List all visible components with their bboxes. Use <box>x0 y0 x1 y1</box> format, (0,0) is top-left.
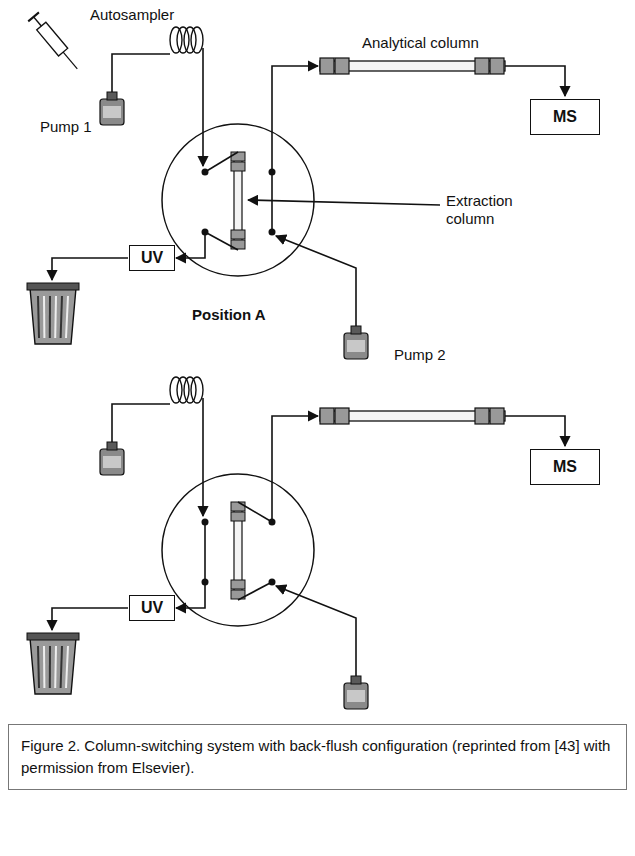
part-label: Analytical column <box>362 34 479 52</box>
box-label: MS <box>553 108 577 126</box>
box-label: UV <box>141 599 163 617</box>
instrument-box: MS <box>530 99 600 135</box>
leader-line <box>248 200 440 205</box>
part-label: Autosampler <box>90 6 174 24</box>
part-label: Pump 1 <box>40 118 92 136</box>
pump-bottle <box>100 442 124 475</box>
valve-channel <box>205 152 238 172</box>
tubing <box>276 236 356 326</box>
valve-port <box>269 579 276 586</box>
tubing <box>202 48 204 166</box>
analytical-column <box>320 58 505 74</box>
switching-valve <box>162 474 314 626</box>
figure-caption: Figure 2. Column-switching system with b… <box>8 724 627 790</box>
instrument-box: MS <box>530 449 600 485</box>
switching-panel <box>27 377 565 709</box>
sample-loop <box>170 27 203 53</box>
tubing <box>52 258 128 280</box>
tubing <box>176 232 205 258</box>
valve-channel <box>238 502 272 522</box>
tubing <box>272 66 318 172</box>
instrument-box: UV <box>129 245 175 271</box>
pump-bottle <box>344 676 368 709</box>
valve-channel <box>204 522 206 582</box>
tubing <box>505 66 565 96</box>
valve-port <box>202 519 209 526</box>
tubing <box>112 54 170 92</box>
sample-loop <box>170 377 203 403</box>
analytical-column <box>320 408 505 424</box>
part-label: Position A <box>192 306 266 324</box>
tubing <box>112 404 170 442</box>
switching-panel <box>27 27 565 359</box>
valve-port <box>269 229 276 236</box>
tubing <box>176 582 205 608</box>
pump-bottle <box>344 326 368 359</box>
tubing <box>202 398 204 516</box>
switching-valve <box>162 124 314 276</box>
tubing <box>272 416 318 522</box>
valve-port <box>202 169 209 176</box>
waste-bin <box>27 633 79 694</box>
tubing <box>505 416 565 446</box>
extraction-column <box>231 502 245 599</box>
tubing <box>276 586 356 676</box>
instrument-box: UV <box>129 595 175 621</box>
part-label: Extraction column <box>446 192 542 228</box>
part-label: Pump 2 <box>394 346 446 364</box>
box-label: MS <box>553 458 577 476</box>
pump-bottle <box>100 92 124 125</box>
valve-channel <box>205 232 238 250</box>
valve-channel <box>271 172 273 232</box>
box-label: UV <box>141 249 163 267</box>
syringe <box>28 12 82 73</box>
extraction-column <box>231 152 245 249</box>
waste-bin <box>27 283 79 344</box>
tubing <box>52 608 128 630</box>
valve-channel <box>238 582 272 600</box>
